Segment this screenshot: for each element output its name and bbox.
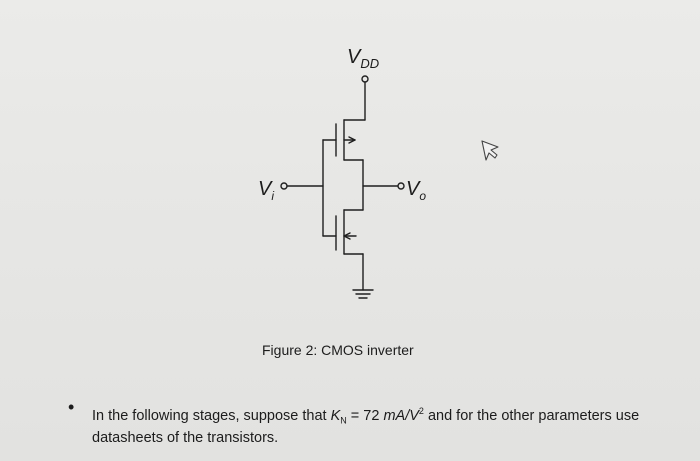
paragraph-text-end: and for the other parameters use datashe… [92,407,640,446]
paragraph-text-start: In the following stages, suppose that [92,407,331,424]
k-subscript: N [340,415,347,426]
body-paragraph: In the following stages, suppose that KN… [92,403,682,447]
nmos-arrow [343,232,351,240]
vdd-terminal [361,75,369,83]
vdd-label: VDD [347,46,379,71]
vin-label: Vi [258,178,274,203]
units-text: mA/V [383,407,419,424]
figure-caption: Figure 2: CMOS inverter [262,342,414,358]
k-symbol: K [330,407,341,424]
ground-icon [352,289,374,299]
equals-value: = 72 [346,407,384,424]
units-superscript: 2 [418,406,424,416]
cmos-inverter-schematic: VDD Vi Vo [258,46,499,299]
pmos-arrow [348,136,356,144]
arrow-pointer-icon [481,140,499,161]
vout-terminal [397,182,405,190]
vin-terminal [280,182,288,190]
vout-label: Vo [406,178,426,203]
bullet-point: • [68,397,75,417]
